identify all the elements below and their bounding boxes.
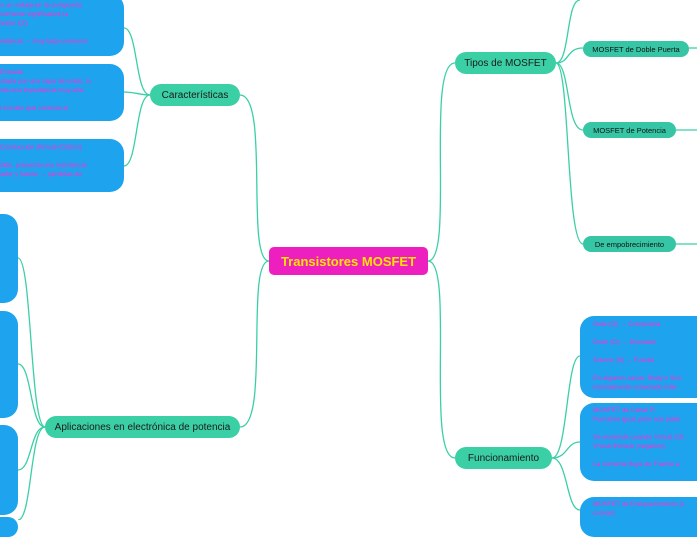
note-line: Vnsub thinsub (negativo).	[593, 443, 667, 450]
link-func-note1	[551, 355, 581, 459]
note-line	[593, 451, 697, 460]
note-line	[0, 152, 124, 161]
note-line: edancia → muy bajo consumo	[0, 38, 88, 45]
link-root-tipos	[427, 62, 456, 262]
link-func-note3	[551, 457, 581, 511]
link-caract-note2	[123, 91, 151, 96]
branch-caracteristicas[interactable]: Características	[150, 84, 240, 106]
link-tipos-potencia	[555, 62, 584, 131]
note-line: ivalar I(Z)	[0, 20, 28, 27]
note-line	[0, 95, 124, 104]
caracteristicas-note-2: Entrada ntada por una capa de óxido, lo …	[0, 64, 124, 121]
note-line: nta una impedancia muy alta.	[0, 87, 85, 94]
note-line: Gate (G) → Compuerta	[593, 321, 661, 328]
link-apl-note2	[17, 363, 46, 428]
funcionamiento-note-2: MOSFET de Canal P: Funciona igual, pero …	[580, 403, 697, 481]
link-caract-note1	[123, 27, 151, 96]
tipo-doble-puerta[interactable]: MOSFET de Doble Puerta	[583, 41, 689, 57]
funcionamiento-note-1: Gate (G) → Compuerta Drain (D) → Drenado…	[580, 316, 697, 398]
note-line: Conducción (Rnsub rDS(on)	[0, 144, 82, 151]
link-tipos-empob	[555, 62, 584, 245]
tipo-empobrecimiento[interactable]: De empobrecimiento	[583, 236, 676, 252]
note-line	[593, 347, 697, 356]
note-line: Drain (D) → Drenador	[593, 339, 657, 346]
link-root-aplicaciones	[239, 260, 270, 428]
note-line: dido, presenta una resistencia	[0, 162, 87, 169]
caracteristicas-note-3: Conducción (Rnsub rDS(on) dido, presenta…	[0, 139, 124, 192]
root-node[interactable]: Transistores MOSFET	[269, 247, 428, 275]
branch-tipos[interactable]: Tipos de MOSFET	[455, 52, 556, 74]
note-line	[593, 424, 697, 433]
link-root-caracteristicas	[239, 94, 270, 262]
root-label: Transistores MOSFET	[280, 253, 417, 269]
note-line: o un voltaje en la compuerta	[0, 2, 82, 9]
note-line: l circuito que controla el	[0, 105, 69, 112]
note-line	[593, 365, 697, 374]
branch-label: Características	[161, 89, 229, 101]
branch-label: Tipos de MOSFET	[464, 57, 547, 69]
funcionamiento-note-3: MOSFET de Enriquecimiento (c común):	[580, 497, 697, 537]
aplicaciones-note-1	[0, 214, 18, 303]
caracteristicas-note-1: o un voltaje en la compuerta corriente s…	[0, 0, 124, 56]
note-line: Se enciende cuando Vnsub GS	[593, 434, 684, 441]
branch-funcionamiento[interactable]: Funcionamiento	[455, 447, 552, 469]
link-func-note2	[551, 441, 581, 459]
link-apl-note3	[17, 426, 46, 471]
aplicaciones-note-3	[0, 425, 18, 515]
note-line: Entrada	[0, 69, 23, 76]
note-line: MOSFET de Enriquecimiento (c	[593, 501, 685, 508]
aplicaciones-note-2	[0, 311, 18, 418]
note-line: ntada por una capa de óxido, lo	[0, 78, 92, 85]
connector-lines	[17, 0, 697, 520]
note-line: corriente significativa (a	[0, 11, 69, 18]
aplicaciones-note-4	[0, 517, 18, 537]
note-line: En algunos casos: Body o Sus	[593, 375, 682, 382]
leaf-label: MOSFET de Doble Puerta	[592, 44, 680, 54]
note-line: ador y fuente → pérdidas de	[0, 171, 83, 178]
note-line: Funciona igual, pero con polar	[593, 416, 681, 423]
branch-label: Aplicaciones en electrónica de potencia	[54, 421, 231, 433]
link-tipos-doble	[555, 47, 584, 64]
note-line	[0, 28, 124, 37]
note-line: La corriente fluye de Fuente a	[593, 461, 680, 468]
note-line: Source (S) → Fuente	[593, 357, 655, 364]
link-apl-note4	[17, 426, 46, 520]
link-apl-note1	[17, 257, 46, 428]
note-line: normalmente conectado inter	[593, 384, 678, 391]
link-root-funcionamiento	[427, 260, 456, 459]
note-line: MOSFET de Canal P:	[593, 407, 656, 414]
note-line	[593, 329, 697, 338]
link-tipos-top	[555, 0, 581, 64]
link-caract-note3	[123, 94, 151, 167]
leaf-label: MOSFET de Potencia	[593, 125, 666, 135]
tipo-potencia[interactable]: MOSFET de Potencia	[583, 122, 676, 138]
branch-aplicaciones[interactable]: Aplicaciones en electrónica de potencia	[45, 416, 240, 438]
note-line: común):	[593, 510, 617, 517]
leaf-label: De empobrecimiento	[594, 239, 665, 249]
branch-label: Funcionamiento	[467, 452, 540, 464]
